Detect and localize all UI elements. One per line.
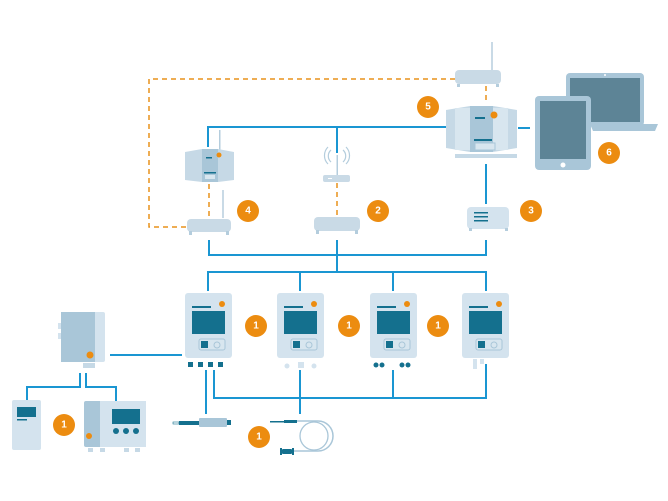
probe-cable[interactable] [270, 420, 334, 455]
svg-text:1: 1 [346, 321, 352, 332]
svg-text:4: 4 [245, 206, 251, 217]
access-point[interactable] [323, 146, 351, 182]
svg-text:5: 5 [425, 102, 431, 113]
link-router-down [208, 240, 487, 256]
dashed-connections [148, 78, 487, 228]
server[interactable] [467, 207, 509, 231]
solid-connections [26, 126, 530, 414]
badge-transmitter: 1 [53, 414, 75, 436]
svg-text:1: 1 [253, 321, 259, 332]
badge-clients: 6 [598, 142, 620, 164]
badge-wifi-router: 4 [237, 200, 259, 222]
router-center[interactable] [314, 217, 360, 234]
wifi-router[interactable] [187, 190, 231, 235]
tablet[interactable] [535, 96, 591, 170]
svg-text:1: 1 [61, 420, 67, 431]
probe-rod[interactable] [172, 418, 231, 427]
badge-access-point: 2 [367, 200, 389, 222]
display-unit[interactable] [12, 400, 41, 450]
badge-base-station: 5 [417, 96, 439, 118]
badge-logger-c: 1 [427, 315, 449, 337]
svg-text:1: 1 [435, 321, 441, 332]
link-logger-bus [207, 271, 487, 291]
base-station[interactable] [446, 106, 517, 158]
transmitter-hub[interactable] [58, 312, 105, 368]
badge-probes: 1 [248, 426, 270, 448]
router-top[interactable] [455, 42, 501, 87]
link-bottom-bus [213, 364, 487, 399]
badge-server: 3 [520, 200, 542, 222]
svg-text:6: 6 [606, 148, 612, 159]
controller-unit[interactable] [84, 401, 146, 452]
logger-4[interactable] [462, 293, 509, 369]
svg-text:3: 3 [528, 206, 534, 217]
link-top-bus [207, 126, 446, 147]
dashed-link-outer [148, 78, 455, 228]
logger-3[interactable] [370, 293, 417, 368]
logger-1[interactable] [185, 293, 232, 367]
svg-text:1: 1 [256, 432, 262, 443]
svg-text:2: 2 [375, 206, 381, 217]
badge-logger-a: 1 [245, 315, 267, 337]
gateway-device[interactable] [185, 130, 234, 182]
link-transmitter-split2 [85, 373, 117, 402]
badge-logger-b: 1 [338, 315, 360, 337]
logger-2[interactable] [277, 293, 324, 369]
link-transmitter-split [26, 373, 81, 402]
